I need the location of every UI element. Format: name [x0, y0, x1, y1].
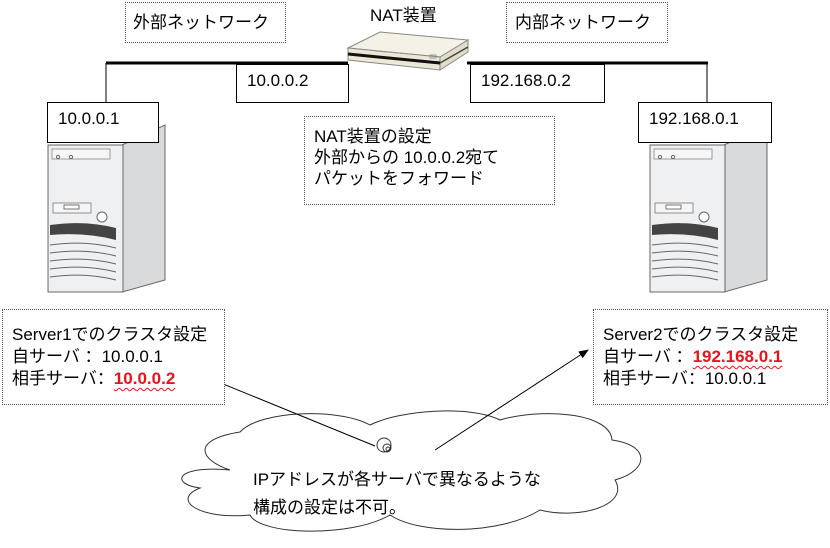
callout-line1: IPアドレスが各サーバで異なるような: [253, 470, 541, 489]
server1-peer-value: 10.0.0.2: [113, 369, 176, 388]
nat-device-title: NAT装置: [370, 6, 437, 25]
callout-text: IPアドレスが各サーバで異なるような 構成の設定は不可。: [253, 466, 541, 522]
nat-settings-line2: 外部からの 10.0.0.2宛て: [314, 148, 500, 167]
server1-icon: [47, 124, 166, 293]
server2-self-label: 自サーバ ：: [603, 347, 693, 366]
nat-settings-line3: パケットをフォワード: [314, 169, 484, 188]
nat-settings-line1: NAT装置の設定: [314, 127, 432, 146]
server1-settings-title: Server1でのクラスタ設定: [12, 325, 208, 344]
nat-internal-ip: 192.168.0.2: [470, 64, 605, 103]
nat-settings-note: NAT装置の設定 外部からの 10.0.0.2宛て パケットをフォワード: [304, 116, 555, 205]
callout-line2: 構成の設定は不可。: [253, 498, 406, 517]
server1-self-value: 10.0.0.1: [101, 347, 164, 366]
arrow-to-server2-settings: [434, 349, 589, 451]
server2-self-value: 192.168.0.1: [692, 347, 783, 366]
server1-cluster-settings: Server1でのクラスタ設定 自サーバ ：10.0.0.1 相手サーバ：10.…: [2, 309, 225, 405]
server1-self-row: 自サーバ ：10.0.0.1: [12, 346, 224, 368]
server2-peer-label: 相手サーバ：: [603, 369, 705, 388]
server2-self-row: 自サーバ ：192.168.0.1: [603, 346, 827, 368]
server2-ip: 192.168.0.1: [638, 102, 772, 143]
server1-ip: 10.0.0.1: [47, 102, 159, 143]
server1-peer-label: 相手サーバ：: [12, 369, 114, 388]
server2-peer-value: 10.0.0.1: [704, 369, 767, 388]
arrow-to-server1-settings: [205, 376, 376, 447]
server2-icon: [649, 124, 768, 293]
callout-swirl-icon: [376, 437, 392, 453]
cloud-callout-shape: [181, 410, 642, 532]
external-network-label: 外部ネットワーク: [125, 2, 286, 43]
server2-cluster-settings: Server2でのクラスタ設定 自サーバ ：192.168.0.1 相手サーバ：…: [593, 309, 828, 405]
server1-self-label: 自サーバ ：: [12, 347, 102, 366]
server1-peer-row: 相手サーバ：10.0.0.2: [12, 368, 224, 390]
internal-network-label: 内部ネットワーク: [506, 2, 668, 43]
server2-peer-row: 相手サーバ：10.0.0.1: [603, 368, 827, 390]
server2-settings-title: Server2でのクラスタ設定: [603, 325, 799, 344]
nat-external-ip: 10.0.0.2: [236, 64, 349, 103]
nat-device-icon: [346, 31, 470, 71]
